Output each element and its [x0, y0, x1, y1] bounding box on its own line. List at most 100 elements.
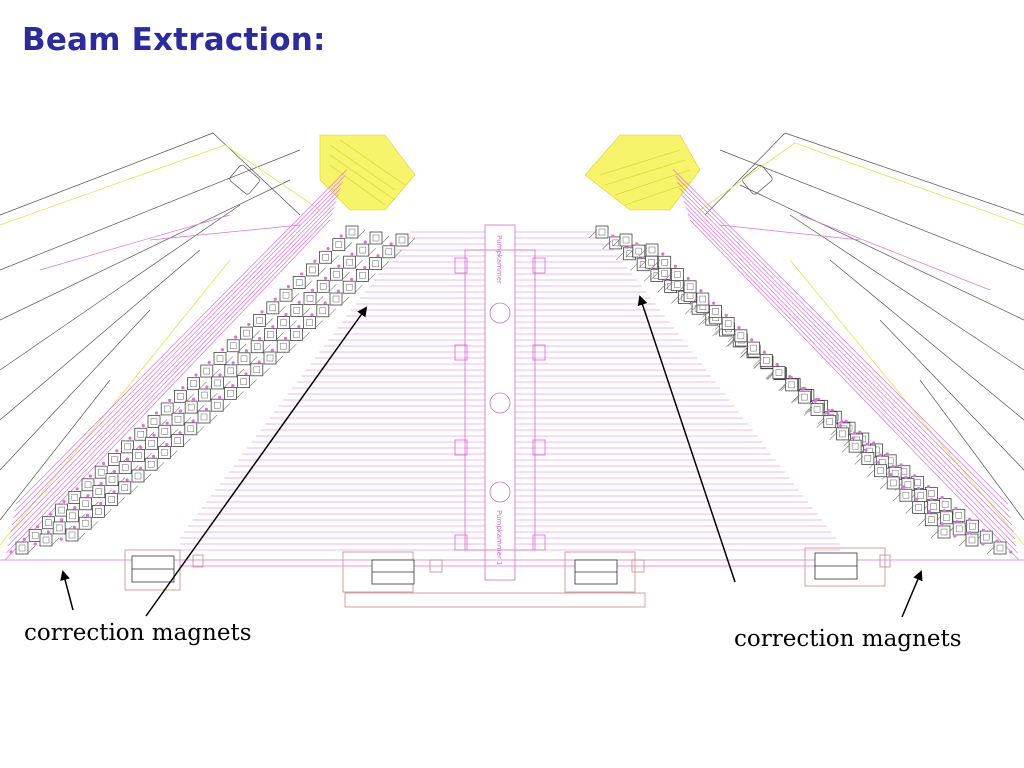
correction-magnet	[218, 386, 244, 400]
correction-magnet	[313, 250, 339, 264]
correction-magnet	[676, 280, 703, 294]
correction-magnet	[205, 376, 231, 390]
correction-magnet	[958, 533, 985, 547]
correction-magnet	[323, 292, 350, 306]
correction-magnet	[918, 513, 944, 527]
correction-magnet	[867, 464, 893, 478]
correction-magnet	[112, 461, 139, 474]
correction-magnet	[72, 516, 99, 530]
correction-magnet	[33, 533, 60, 547]
correction-magnet	[9, 541, 36, 555]
correction-magnet	[260, 301, 287, 315]
correction-magnet	[59, 528, 86, 542]
correction-magnet	[905, 501, 932, 514]
arrow-left-outer	[60, 570, 74, 611]
correction-magnet	[191, 410, 218, 424]
left-yellow-guide	[0, 144, 321, 546]
correction-magnet	[651, 255, 678, 269]
correction-magnet	[115, 440, 141, 454]
correction-magnet	[284, 327, 310, 341]
correction-magnet	[638, 243, 665, 257]
correction-magnet	[284, 304, 311, 317]
correction-magnet	[727, 329, 754, 343]
correction-magnet	[270, 339, 297, 353]
correction-magnet	[588, 225, 615, 239]
correction-magnet	[791, 390, 817, 404]
slide-title: Beam Extraction:	[22, 22, 326, 58]
correction-magnet	[930, 525, 957, 539]
correction-magnet	[165, 434, 191, 448]
correction-magnet	[152, 424, 179, 438]
correction-magnet	[664, 268, 690, 281]
correction-magnet	[765, 366, 792, 380]
correction-magnet	[363, 257, 389, 271]
correction-magnet	[326, 238, 353, 252]
correction-magnet	[324, 267, 350, 281]
correction-magnet	[46, 521, 73, 535]
correction-magnet	[310, 304, 337, 318]
correction-magnet	[125, 469, 152, 483]
correction-magnet	[152, 445, 178, 459]
correction-magnet	[350, 268, 376, 282]
correction-magnet	[218, 364, 245, 378]
correction-magnet	[138, 457, 165, 471]
correction-magnet	[75, 478, 102, 492]
correction-magnet	[300, 263, 326, 277]
correction-magnet	[257, 351, 284, 365]
correction-magnet	[297, 291, 324, 305]
correction-magnet	[702, 304, 728, 318]
correction-magnet	[244, 363, 271, 377]
correction-magnet	[892, 488, 919, 502]
correction-magnet	[740, 341, 766, 355]
arrow-left-inner	[145, 306, 368, 617]
arrow-right-inner	[637, 295, 736, 583]
correction-magnet	[204, 398, 231, 412]
arrow-right-outer	[901, 570, 923, 618]
tube-label-lower: Pumpkammer 1	[495, 510, 503, 566]
correction-magnet	[336, 280, 363, 294]
correction-magnet	[194, 364, 221, 378]
correction-magnet	[128, 427, 155, 441]
correction-magnet	[973, 530, 999, 544]
correction-magnet	[244, 340, 271, 354]
correction-magnet	[350, 243, 377, 257]
correction-magnet	[168, 389, 194, 403]
correction-magnet	[60, 509, 86, 523]
correction-magnet	[220, 339, 247, 353]
correction-magnet	[139, 436, 165, 450]
correction-magnet	[337, 255, 363, 269]
correction-magnet	[297, 316, 323, 330]
correction-magnet	[178, 400, 205, 414]
bottom-magnet-housings	[131, 552, 858, 585]
correction-magnet	[829, 427, 855, 441]
correction-magnet	[258, 328, 284, 342]
correction-magnet	[753, 353, 779, 367]
correction-magnet	[376, 245, 403, 259]
correction-magnet	[165, 412, 192, 426]
correction-magnet	[231, 375, 257, 389]
correction-magnet	[73, 497, 99, 511]
correction-magnet	[247, 314, 273, 327]
correction-magnet	[178, 422, 205, 436]
right-diagonal-beamlines	[672, 169, 1020, 561]
correction-magnet	[816, 415, 843, 429]
correction-magnet	[273, 288, 300, 302]
left-caption: correction magnets	[24, 620, 252, 646]
left-diagonal-beamlines	[4, 169, 348, 561]
correction-magnet	[310, 279, 337, 293]
correction-magnet	[112, 481, 139, 495]
correction-magnet	[363, 231, 390, 245]
correction-magnet	[286, 276, 313, 289]
left-coil-block	[319, 134, 416, 211]
right-correction-magnet-array	[588, 225, 1013, 555]
correction-magnet	[207, 351, 234, 365]
correction-magnet	[778, 378, 805, 392]
correction-magnet	[99, 473, 126, 487]
correction-magnet	[231, 352, 258, 366]
correction-magnet	[86, 504, 112, 518]
correction-magnet	[126, 449, 152, 462]
correction-magnet	[689, 292, 716, 306]
correction-magnet	[192, 388, 218, 402]
correction-magnet	[714, 317, 741, 330]
left-frame	[0, 132, 301, 521]
